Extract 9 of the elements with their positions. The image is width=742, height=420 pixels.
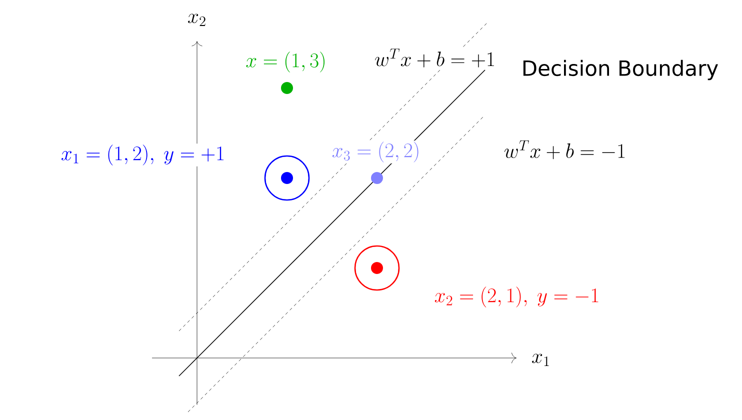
- boundary-label: Decision Boundary: [520, 58, 720, 82]
- point-label: $x_1 = (1, 2),\ y = +1$: [60, 144, 226, 166]
- axis-label: $x_1$: [530, 352, 552, 367]
- axis-label: $x_2$: [186, 12, 208, 28]
- margin-label: $w^T x + b = +1$: [374, 48, 496, 68]
- margin-label: $w^T x + b = -1$: [502, 139, 628, 161]
- point-label: $x = (1, 3)$: [244, 50, 328, 74]
- point-label: $x_2 = (2, 1),\ y = -1$: [433, 286, 601, 308]
- point-label: $x_3 = (2, 2)$: [330, 140, 422, 164]
